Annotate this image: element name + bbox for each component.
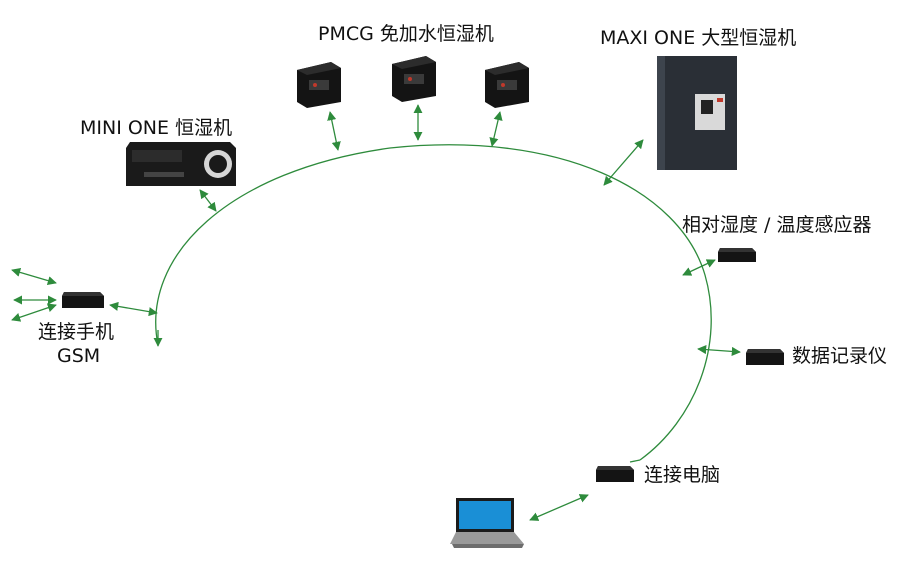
maxi-one-label: MAXI ONE 大型恒湿机 — [600, 27, 797, 49]
gsm-module-icon — [62, 292, 104, 308]
sensor-connector — [682, 259, 716, 276]
mini-one-label: MINI ONE 恒湿机 — [80, 117, 233, 139]
laptop-icon — [450, 498, 524, 548]
pmcg-unit-right-icon — [485, 62, 529, 108]
gsm-ring-connector — [109, 301, 158, 317]
pc-link-line — [629, 459, 641, 463]
pmcg-unit-left-icon — [297, 62, 341, 108]
sensor-device-icon — [718, 248, 756, 262]
logger-connector — [697, 345, 741, 356]
pmcg-unit-center-icon — [392, 56, 436, 102]
phone-connector-1 — [11, 267, 57, 286]
pc-connector — [529, 494, 589, 521]
pmcg-right-connector — [489, 111, 503, 147]
pc-connector-device-icon — [596, 466, 634, 482]
mini-one-unit-icon — [126, 142, 236, 186]
phone-label: 连接手机 — [38, 321, 115, 343]
data-logger-device-icon — [746, 349, 784, 365]
mini-connector — [199, 189, 217, 212]
maxi-connector — [603, 139, 644, 186]
gsm-label: GSM — [57, 345, 101, 367]
phone-connector-3 — [11, 303, 57, 322]
network-ring — [155, 144, 712, 461]
logger-label: 数据记录仪 — [792, 345, 888, 367]
pmcg-left-connector — [327, 111, 341, 151]
pc-label: 连接电脑 — [644, 464, 721, 486]
pmcg-label: PMCG 免加水恒湿机 — [318, 23, 494, 45]
sensor-label: 相对湿度 / 温度感应器 — [682, 214, 872, 236]
maxi-one-cabinet-icon — [657, 56, 737, 170]
